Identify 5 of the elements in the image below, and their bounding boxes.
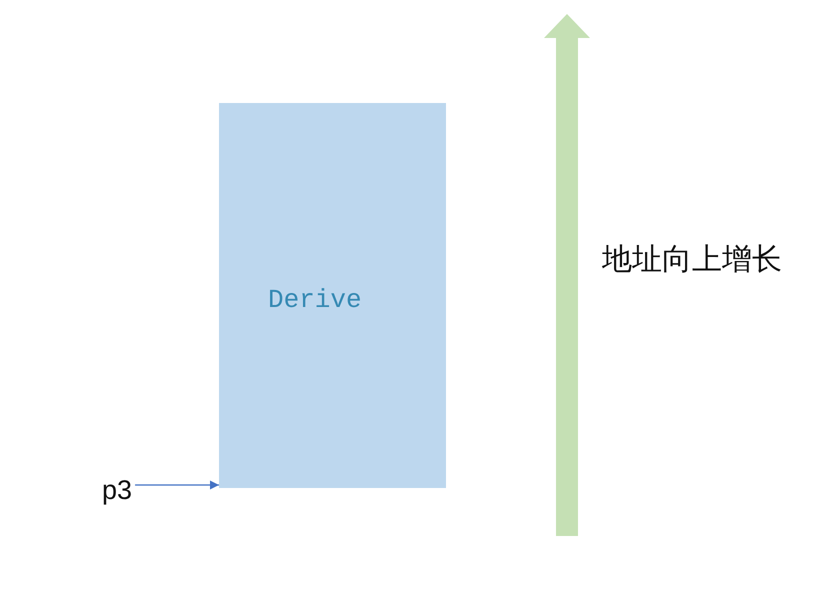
block-label: Derive bbox=[268, 285, 362, 315]
arrow bbox=[135, 480, 219, 490]
pointer-label: p3 bbox=[102, 475, 132, 505]
direction-label: 地址向上增长 bbox=[602, 243, 782, 277]
memory-block bbox=[219, 103, 446, 488]
